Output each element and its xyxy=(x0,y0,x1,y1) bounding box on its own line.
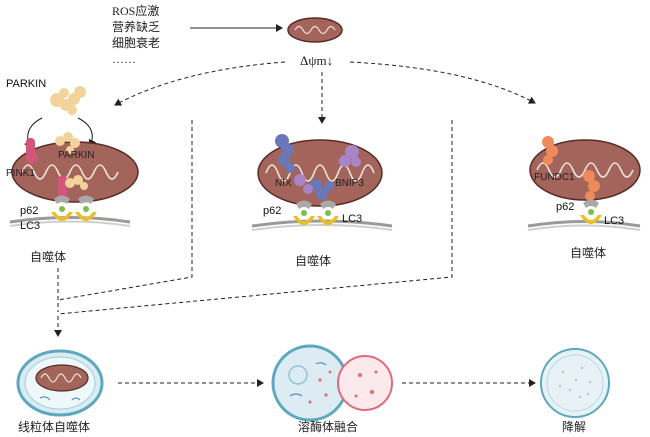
left-pathway xyxy=(9,86,139,227)
parkin-free-protein xyxy=(50,86,86,115)
p62-label-right: p62 xyxy=(556,201,575,213)
mitophagosome-label: 线粒体自噬体 xyxy=(18,420,91,434)
lysosome-fusion-graphic xyxy=(271,344,393,422)
middle-pathway xyxy=(251,134,393,231)
stimulus-nutrient: 营养缺乏 xyxy=(112,20,161,34)
lc3-label-left: LC3 xyxy=(20,220,41,232)
membrane-potential-label: Δψm↓ xyxy=(300,53,334,68)
nix-label: NIX xyxy=(275,178,292,189)
p62-label-left: p62 xyxy=(20,205,39,217)
autophagosome-label-right: 自噬体 xyxy=(570,246,607,260)
autophagosome-label-left: 自噬体 xyxy=(30,250,67,264)
lysosome-fusion-label: 溶酶体融合 xyxy=(298,420,359,434)
pink1-label: PINK1 xyxy=(6,168,35,179)
connectors xyxy=(54,120,536,387)
stimulus-senescence: 细胞衰老 xyxy=(112,36,161,50)
fundc1-label: FUNDC1 xyxy=(534,172,575,183)
parkin-label-mito: PARKIN xyxy=(58,150,95,161)
degradation-label: 降解 xyxy=(562,420,587,434)
top-mitochondrion xyxy=(287,17,343,43)
degradation-graphic xyxy=(540,348,610,418)
parkin-label-top: PARKIN xyxy=(6,78,47,90)
arrow-to-left xyxy=(114,61,286,106)
lc3-label-middle: LC3 xyxy=(342,213,363,225)
p62-label-middle: p62 xyxy=(263,205,282,217)
stimulus-ellipsis: …… xyxy=(112,52,136,66)
stimuli-list: ROS应激 营养缺乏 细胞衰老 …… xyxy=(112,3,160,67)
bnip3-label: BNIP3 xyxy=(335,178,364,189)
arrow-to-right xyxy=(349,61,536,104)
mitophagosome-graphic xyxy=(16,349,104,417)
stimulus-ros: ROS应激 xyxy=(112,4,160,18)
lc3-label-right: LC3 xyxy=(604,215,625,227)
autophagosome-label-middle: 自噬体 xyxy=(295,254,332,268)
right-pathway xyxy=(527,136,641,231)
